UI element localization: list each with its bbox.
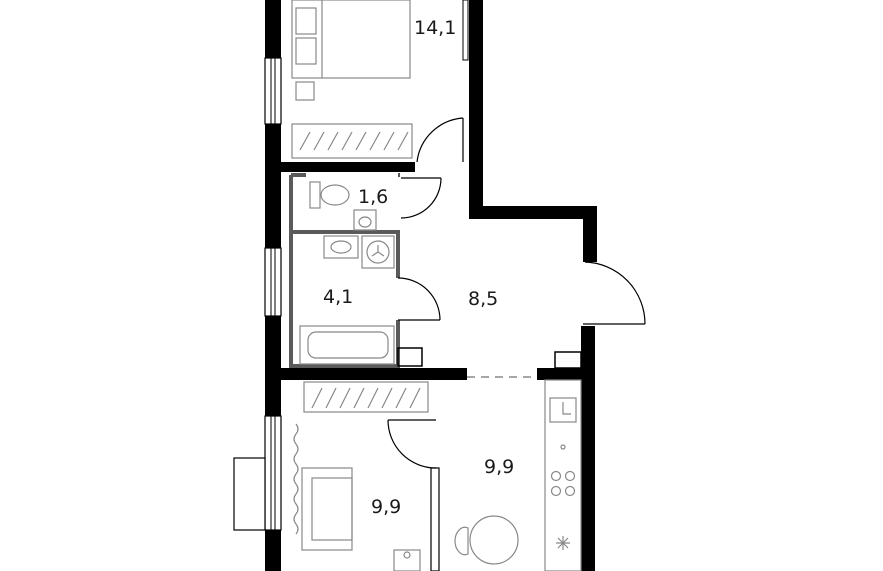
bed-icon xyxy=(291,0,411,101)
wardrobe-icon xyxy=(291,123,413,159)
toilet-icon xyxy=(309,181,350,209)
sofa-icon xyxy=(301,467,353,551)
room-area-living-room: 9,9 xyxy=(371,496,401,518)
interior-walls xyxy=(281,162,582,571)
door-arc-icon xyxy=(400,177,442,219)
bathtub-icon xyxy=(299,325,395,365)
sink-icon xyxy=(353,209,377,231)
room-area-kitchen: 9,9 xyxy=(484,456,514,478)
exterior-walls xyxy=(265,0,597,571)
door-arc-icon xyxy=(583,261,646,325)
kitchen-counter xyxy=(544,379,582,571)
door-arc-icon xyxy=(397,277,441,321)
room-area-bathroom: 4,1 xyxy=(323,286,353,308)
dining-table-icon xyxy=(393,549,421,571)
door-arc-icon xyxy=(416,117,464,163)
window-icon xyxy=(264,57,282,125)
window-icon xyxy=(233,415,282,531)
window-icon xyxy=(264,247,282,317)
room-area-bedroom: 14,1 xyxy=(414,17,456,39)
dining-table-icon xyxy=(454,515,519,565)
sink-icon xyxy=(323,235,359,259)
radiator-icon xyxy=(462,0,469,61)
radiator-icon xyxy=(293,423,299,535)
room-area-toilet: 1,6 xyxy=(358,186,388,208)
stove-icon xyxy=(550,470,576,550)
room-area-hallway: 8,5 xyxy=(468,288,498,310)
washing-machine-icon xyxy=(361,235,395,269)
wardrobe-icon xyxy=(303,381,429,413)
door-arc-icon xyxy=(387,419,437,469)
